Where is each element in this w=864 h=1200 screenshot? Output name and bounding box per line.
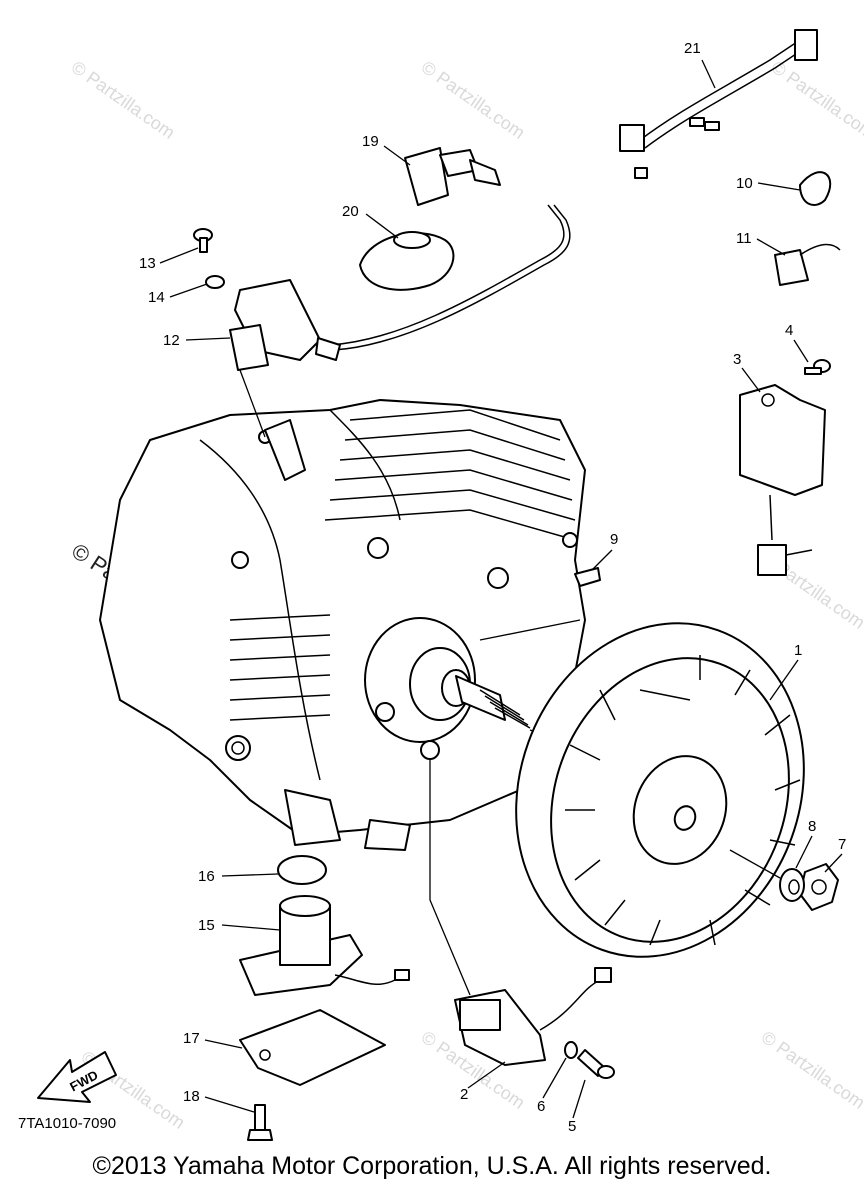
part-1-flywheel [515,622,805,958]
callout-11: 11 [736,230,752,247]
part-20-grommet [359,231,455,291]
part-17-plate [239,1009,386,1086]
callout-2: 2 [460,1086,468,1103]
ignition-wire [329,204,565,346]
callout-13: 13 [139,255,156,272]
callout-20: 20 [342,203,359,220]
part-3-cdi-unit [739,384,826,576]
part-18-bolt [247,1104,273,1141]
callout-1: 1 [794,642,802,659]
part-6-washer [564,1041,578,1059]
callout-5: 5 [568,1118,576,1135]
pickup-leader [429,760,471,996]
part-10-clamp [799,171,832,206]
callout-19: 19 [362,133,379,150]
callout-3: 3 [733,351,741,368]
copyright-footer: ©2013 Yamaha Motor Corporation, U.S.A. A… [92,1152,772,1180]
callout-8: 8 [808,818,816,835]
key-leader [479,619,581,641]
part-14-washer [205,275,225,289]
part-8-washer [779,868,805,902]
part-16-o-ring [277,855,327,885]
part-21-wire-harness [619,29,818,179]
part-11-clamp [774,243,841,286]
callout-14: 14 [148,289,165,306]
callout-10: 10 [736,175,753,192]
callout-17: 17 [183,1030,200,1047]
callout-6: 6 [537,1098,545,1115]
part-7-nut [799,863,839,911]
fwd-arrow-icon: FWD [37,1051,117,1103]
callouts: 1 2 3 4 5 6 7 8 9 10 11 12 13 14 15 16 1… [139,40,846,1135]
diagram-code: 7TA1010-7090 [18,1115,117,1132]
callout-18: 18 [183,1088,200,1105]
callout-21: 21 [684,40,701,57]
callout-4: 4 [785,322,793,339]
callout-9: 9 [610,531,618,548]
crankcase [99,399,586,851]
part-9-key [574,567,601,587]
part-15-sensor [239,895,410,996]
callout-12: 12 [163,332,180,349]
watermark-8: © Partzilla.com [758,1027,864,1113]
watermark-1: © Partzilla.com [68,57,179,143]
part-12-ignition-coil [229,279,341,371]
callout-7: 7 [838,836,846,853]
part-13-screw [193,228,213,253]
watermark-3: © Partzilla.com [768,57,864,143]
part-2-pulser-coil [454,967,612,1066]
ignition-wire-2 [333,204,571,351]
watermark-2: © Partzilla.com [418,57,529,143]
callout-15: 15 [198,917,215,934]
part-19-plug-cap [404,147,501,206]
callout-16: 16 [198,868,215,885]
part-4-screw [804,359,831,375]
part-5-bolt [577,1049,615,1079]
